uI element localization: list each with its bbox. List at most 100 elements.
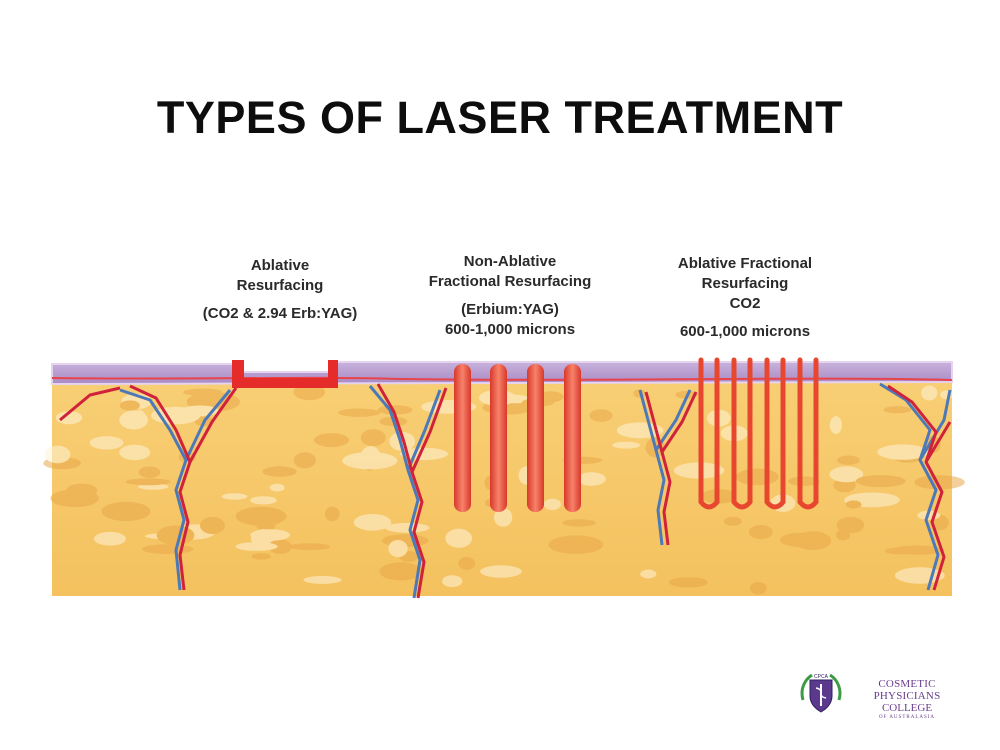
label-ablative-fractional: Ablative Fractional Resurfacing CO2 600-…: [640, 254, 850, 342]
fat-cell: [577, 472, 606, 486]
fat-cell: [235, 506, 287, 526]
ablated-zone: [232, 360, 338, 388]
fat-cell: [303, 575, 342, 584]
epidermis-red-line: [51, 376, 953, 381]
ablative-laser-type: (CO2 & 2.94 Erb:YAG): [202, 305, 358, 322]
ablative-fractional-depth: 600-1,000 microns: [679, 323, 811, 340]
fat-cell: [55, 411, 83, 425]
fat-cell: [543, 498, 561, 510]
fat-cell: [156, 525, 195, 546]
ablative-name-line1: Ablative: [250, 257, 310, 274]
college-logo: CPCA COSMETIC PHYSICIANS COLLEGE OF AUST…: [798, 668, 968, 720]
shield-emblem-icon: CPCA: [800, 673, 842, 713]
fat-cell: [748, 525, 773, 540]
skin-cross-section-diagram: [43, 357, 965, 599]
vein-vessel: [368, 385, 442, 599]
logo-line3: OF AUSTRALASIA: [878, 715, 936, 720]
fat-cell: [458, 556, 476, 570]
fat-cell: [612, 441, 641, 449]
fat-cell: [562, 519, 596, 527]
page-title: TYPES OF LASER TREATMENT: [156, 92, 844, 143]
non-ablative-column: [564, 364, 581, 512]
blood-vessels: [59, 382, 952, 599]
label-non-ablative-fractional: Non-Ablative Fractional Resurfacing (Erb…: [400, 252, 620, 340]
fat-cell: [151, 406, 201, 425]
ablative-fractional-column: [698, 357, 720, 510]
fat-cell: [250, 496, 277, 505]
fat-cell: [200, 516, 225, 535]
vein-vessel: [119, 388, 232, 591]
fat-cell: [251, 553, 271, 560]
fat-cell: [877, 444, 929, 460]
vein-vessel: [879, 382, 952, 591]
artery-vessel: [59, 384, 238, 591]
fat-cell: [836, 455, 860, 465]
fat-cell: [640, 569, 657, 579]
artery-vessel: [887, 384, 952, 591]
fat-cell: [89, 436, 124, 450]
ablative-fractional-name-line2: Resurfacing: [701, 275, 789, 292]
non-ablative-columns: [454, 364, 581, 512]
non-ablative-column: [527, 364, 544, 512]
vein-vessel: [638, 389, 692, 546]
fat-cell: [891, 545, 945, 555]
fat-cell: [845, 500, 862, 509]
artery-vessel: [376, 383, 448, 599]
fat-cell: [829, 416, 843, 434]
fat-cell: [829, 466, 864, 483]
logo-line2: COLLEGE: [881, 702, 933, 714]
fat-cell: [940, 390, 954, 400]
fat-cell: [133, 410, 147, 427]
fat-cell: [269, 483, 285, 492]
fat-cell: [669, 577, 708, 588]
fat-cell: [836, 516, 865, 534]
fat-cell: [442, 575, 463, 588]
fat-cell: [855, 475, 906, 488]
logo-line1: COSMETIC PHYSICIANS: [873, 678, 941, 702]
fat-cell: [788, 476, 820, 486]
fat-cell: [125, 478, 171, 486]
non-ablative-depth: 600-1,000 microns: [444, 321, 576, 338]
non-ablative-column: [454, 364, 471, 512]
fat-cell: [735, 468, 779, 486]
fat-cell: [353, 514, 392, 531]
fat-cell: [119, 444, 151, 461]
fat-cell: [342, 452, 398, 470]
fat-cell: [138, 466, 161, 478]
fat-cell: [221, 493, 248, 500]
non-ablative-name-line2: Fractional Resurfacing: [428, 273, 592, 290]
fat-cell: [66, 483, 98, 498]
ablative-fractional-name-line3: CO2: [729, 295, 761, 312]
non-ablative-laser-type: (Erbium:YAG): [461, 301, 559, 318]
non-ablative-column: [490, 364, 507, 512]
fat-cell: [360, 429, 386, 447]
fat-cell: [921, 385, 938, 401]
fat-cell: [44, 445, 71, 464]
ablative-fractional-name-line1: Ablative Fractional: [677, 255, 813, 272]
fat-cell: [445, 528, 473, 548]
fat-cell: [589, 409, 613, 422]
fat-cell: [480, 565, 522, 578]
fat-cell: [235, 542, 278, 551]
ablative-name-line2: Resurfacing: [236, 277, 324, 294]
fat-cell: [379, 562, 422, 581]
fat-cell: [389, 431, 416, 451]
fat-cell: [914, 475, 965, 490]
ablative-fractional-column: [764, 357, 786, 510]
fat-cell: [262, 466, 297, 477]
fat-cell: [183, 388, 223, 396]
ablative-fractional-column: [731, 357, 753, 510]
fat-cell: [749, 582, 767, 595]
fat-cell: [723, 516, 742, 526]
ablative-fractional-column: [797, 357, 819, 510]
fat-cell: [268, 539, 292, 554]
fat-cell: [314, 433, 349, 448]
fat-cell: [250, 529, 290, 541]
fat-cell: [119, 400, 140, 411]
logo-badge: CPCA: [814, 674, 829, 680]
fat-cell: [141, 544, 194, 554]
fat-cell: [388, 540, 408, 558]
fat-cell: [94, 531, 126, 546]
ablative-fractional-columns: [698, 357, 819, 510]
fat-cell: [324, 506, 340, 522]
